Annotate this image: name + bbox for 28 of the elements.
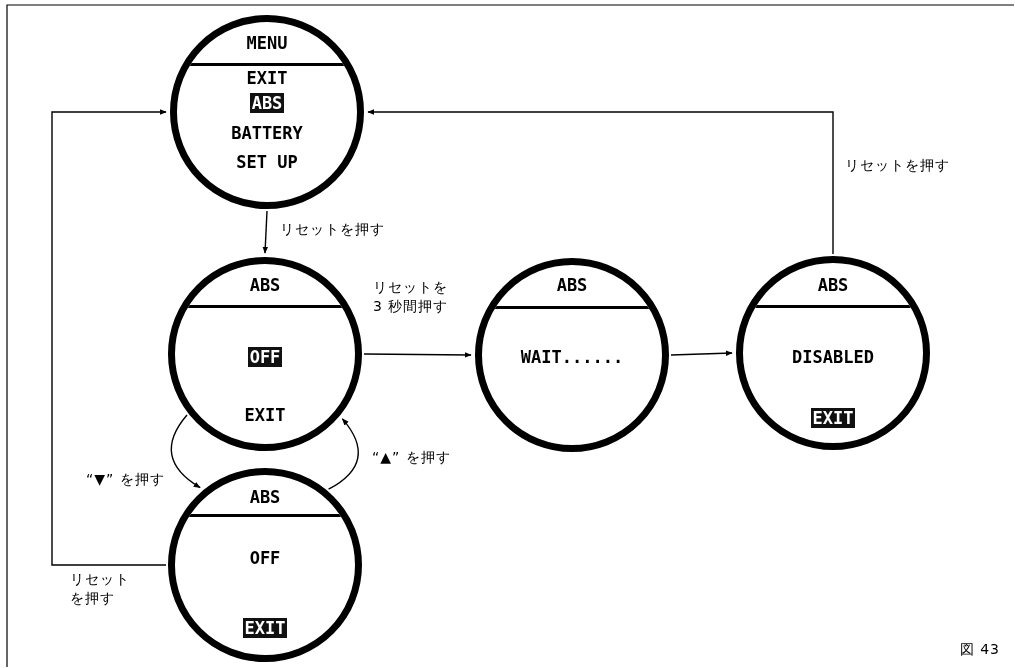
arrow — [170, 414, 201, 489]
arrow — [327, 418, 359, 490]
display-text: ABS — [816, 275, 850, 295]
edge-label: “▲” を押す — [372, 448, 451, 467]
edge-label: リセットを押す — [845, 156, 950, 175]
display-text: ABS — [248, 275, 282, 295]
display-text: ABS — [248, 487, 282, 507]
arrow — [363, 352, 472, 358]
display-text: BATTERY — [230, 123, 304, 143]
edge-label: “▼” を押す — [86, 470, 165, 489]
display-text: DISABLED — [791, 347, 875, 367]
arrow — [670, 350, 733, 356]
display-text: SET UP — [235, 152, 299, 172]
arrow — [367, 109, 834, 255]
arrow — [51, 109, 167, 566]
arrow — [262, 210, 269, 254]
figure-number: 図 43 — [959, 640, 1000, 659]
highlighted-text: OFF — [247, 347, 283, 367]
display-text: ABS — [555, 275, 589, 295]
display-text: WAIT...... — [519, 347, 625, 367]
display-text: OFF — [248, 548, 282, 568]
display-text: MENU — [245, 33, 289, 53]
display-text: EXIT — [243, 405, 287, 425]
display-text: EXIT — [245, 68, 289, 88]
edge-label: リセットを押す — [280, 220, 385, 239]
highlighted-text: ABS — [249, 93, 285, 113]
highlighted-text: EXIT — [810, 408, 856, 428]
highlighted-text: EXIT — [242, 618, 288, 638]
